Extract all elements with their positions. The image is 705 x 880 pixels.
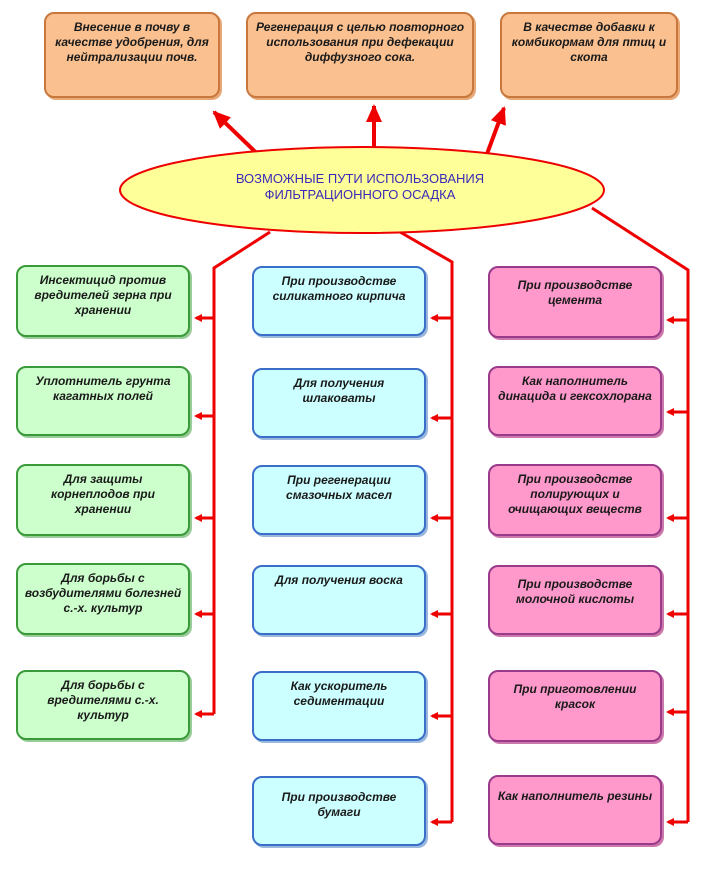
left-box-pest-control: Для борьбы с вредителями с.-х. культур <box>16 670 190 740</box>
right-box-filler-dinacid: Как наполнитель динацида и гексохлорана <box>488 366 662 436</box>
center-title-line-2: ФИЛЬТРАЦИОННОГО ОСАДКА <box>264 187 456 202</box>
right-box-paints: При приготовлении красок <box>488 670 662 742</box>
middle-box-wax: Для получения воска <box>252 565 426 635</box>
center-title-line-1: ВОЗМОЖНЫЕ ПУТИ ИСПОЛЬЗОВАНИЯ <box>235 171 485 186</box>
middle-box-lubricating-oils: При регенерации смазочных масел <box>252 465 426 535</box>
middle-box-paper: При производстве бумаги <box>252 776 426 846</box>
left-box-root-protection: Для защиты корнеплодов при хранении <box>16 464 190 536</box>
right-box-lactic-acid: При производстве молочной кислоты <box>488 565 662 635</box>
top-box-regeneration: Регенерация с целью повторного использов… <box>246 12 474 98</box>
top-box-fertilizer: Внесение в почву в качестве удобрения, д… <box>44 12 220 98</box>
left-box-soil-compactor: Уплотнитель грунта кагатных полей <box>16 366 190 436</box>
middle-box-silicate-brick: При производстве силикатного кирпича <box>252 266 426 336</box>
middle-box-slag-wool: Для получения шлаковаты <box>252 368 426 438</box>
left-box-insecticide: Инсектицид против вредителей зерна при х… <box>16 265 190 337</box>
center-ellipse <box>119 146 605 234</box>
right-box-cement: При производстве цемента <box>488 266 662 338</box>
center-title: ВОЗМОЖНЫЕ ПУТИ ИСПОЛЬЗОВАНИЯ ФИЛЬТРАЦИОН… <box>205 171 515 213</box>
middle-box-sedimentation: Как ускоритель седиментации <box>252 671 426 741</box>
right-branch-line <box>591 206 690 822</box>
left-box-disease-control: Для борьбы с возбудителями болезней с.-х… <box>16 563 190 635</box>
left-branch-line <box>212 230 271 714</box>
right-box-rubber-filler: Как наполнитель резины <box>488 775 662 845</box>
top-box-feed-additive: В качестве добавки к комбикормам для пти… <box>500 12 678 98</box>
middle-branch-line <box>399 230 454 822</box>
right-box-polishing-agents: При производстве полирующих и очищающих … <box>488 464 662 536</box>
